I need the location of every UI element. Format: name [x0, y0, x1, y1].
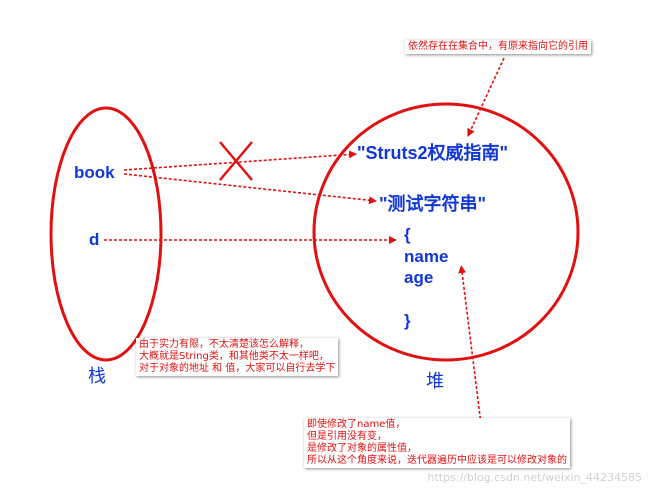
- note-bottom-line: 但是引用没有变，: [307, 431, 387, 442]
- string-struts2: "Struts2权威指南": [357, 142, 508, 163]
- object-open-brace: {: [404, 225, 411, 244]
- field-age: age: [404, 268, 433, 287]
- object-close-brace: }: [404, 311, 411, 330]
- stack-label: 栈: [88, 366, 106, 387]
- note-top: 依然存在在集合中，有原来指向它的引用: [405, 40, 591, 54]
- var-book: book: [74, 163, 115, 182]
- note-middle-line: 由于实力有限，不太清楚该怎么解释，: [139, 339, 309, 350]
- cross-mark: [219, 141, 253, 181]
- string-test: "测试字符串": [379, 193, 486, 214]
- note-middle-line: 大概就是String类，和其他类不太一样吧，: [139, 351, 329, 362]
- note-bottom-line: 所以从这个角度来说，迭代器遍历中应该是可以修改对象的: [307, 455, 567, 466]
- book-old-reference-arrow: [123, 150, 357, 171]
- book-new-reference-arrow: [123, 173, 377, 205]
- stack-ellipse: [49, 106, 163, 362]
- watermark: https://blog.csdn.net/weixin_44234585: [427, 471, 642, 484]
- heap-label: 堆: [426, 371, 444, 392]
- note-bottom-line: 即使修改了name值，: [307, 419, 406, 430]
- field-name: name: [404, 247, 448, 266]
- note-bottom: 即使修改了name值， 但是引用没有变， 是修改了对象的属性值， 所以从这个角度…: [304, 418, 570, 468]
- note-bottom-line: 是修改了对象的属性值，: [307, 443, 417, 454]
- note-middle-line: 对于对象的地址 和 值，大家可以自行去学下: [139, 363, 336, 374]
- var-d: d: [89, 230, 99, 249]
- top-note-arrow: [467, 57, 505, 137]
- heap-ellipse: [312, 102, 580, 362]
- note-middle: 由于实力有限，不太清楚该怎么解释， 大概就是String类，和其他类不太一样吧，…: [136, 338, 339, 376]
- note-top-line: 依然存在在集合中，有原来指向它的引用: [408, 41, 588, 52]
